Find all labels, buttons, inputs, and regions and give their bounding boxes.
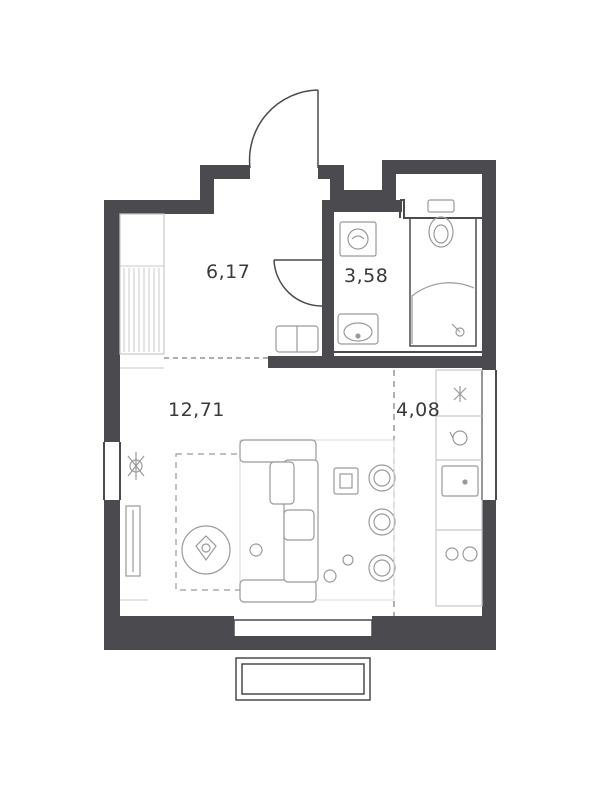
- bathroom-door-swing: [273, 259, 323, 307]
- wall-left-lower: [104, 500, 120, 650]
- wardrobe: [119, 213, 165, 355]
- hallway-area-label: 6,17: [206, 261, 250, 283]
- cup-icon: [323, 569, 337, 583]
- balcony-slab: [235, 657, 371, 701]
- kitchen-area-label: 4,08: [396, 399, 440, 421]
- wall-bottom-right: [372, 616, 496, 650]
- walls: [104, 160, 496, 650]
- side-table: [323, 467, 359, 583]
- wall-right-upper: [482, 160, 496, 370]
- tv-stand: [125, 505, 141, 577]
- wall-top-left-join: [160, 200, 214, 214]
- kettle-icon: [449, 430, 468, 446]
- coffee-table: [181, 525, 231, 575]
- vent-icon: [453, 386, 467, 402]
- washing-machine-icon: [339, 221, 377, 257]
- wall-top-left: [104, 200, 164, 214]
- shower-icon: [411, 282, 475, 344]
- bar-stool: [368, 464, 396, 492]
- entrance-door: [248, 89, 319, 169]
- entrance-door-swing: [248, 89, 319, 169]
- wall-bottom-window-sill: [234, 636, 372, 650]
- living-area-label: 12,71: [168, 399, 225, 421]
- bathroom-door: [273, 259, 323, 307]
- wall-bottom-left: [104, 616, 234, 650]
- wall-left-upper: [104, 200, 120, 442]
- plant-icon: [127, 452, 145, 480]
- hallway-bench: [275, 325, 319, 353]
- kitchen-sink-icon: [441, 465, 479, 497]
- plant-icon: [342, 554, 354, 566]
- sofa: [239, 439, 319, 603]
- wall-bathroom-top: [322, 200, 402, 212]
- bed-frame: [239, 439, 395, 601]
- sofa-cushion: [283, 509, 315, 541]
- living-furniture: [120, 439, 395, 603]
- bathroom-inner-lines: [409, 218, 477, 347]
- bar-stools: [368, 464, 396, 582]
- kitchen-counter: [435, 369, 483, 607]
- bathroom-area-label: 3,58: [344, 265, 388, 287]
- kitchen-appliances: [441, 386, 479, 562]
- bar-stool: [368, 508, 396, 536]
- wall-bathroom-left: [322, 200, 334, 368]
- stove-icon: [445, 546, 478, 562]
- small-decor-icon: [249, 543, 263, 557]
- wall-interior-horizontal: [268, 356, 488, 368]
- wall-right-lower: [482, 500, 496, 650]
- wall-top-right: [382, 160, 496, 174]
- sofa-cushion: [269, 461, 295, 505]
- wardrobe-hangers: [123, 268, 160, 352]
- toilet-icon: [427, 199, 455, 248]
- bathroom-fixtures: [337, 199, 475, 345]
- balcony: [233, 619, 373, 701]
- sink-icon: [337, 313, 379, 345]
- bathroom-outline: [334, 199, 482, 353]
- wall-top-middle: [330, 190, 388, 202]
- bar-stool: [368, 554, 396, 582]
